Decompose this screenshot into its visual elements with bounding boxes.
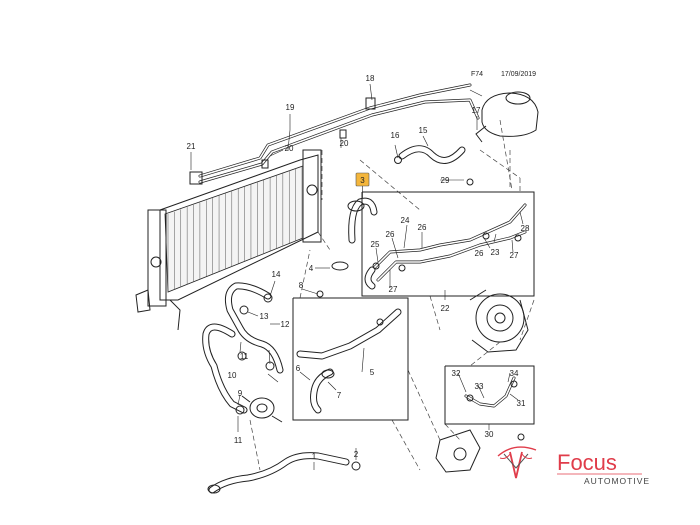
callout-28: 28 <box>521 224 530 233</box>
callout-5: 5 <box>370 368 375 377</box>
callout-26c: 26 <box>475 249 484 258</box>
bypass-pipe-30 <box>464 376 516 408</box>
callout-27a: 27 <box>389 285 398 294</box>
callout-6: 6 <box>296 364 301 373</box>
callout-25: 25 <box>371 240 380 249</box>
hose-assembly-5 <box>296 308 402 414</box>
callout-22: 22 <box>441 304 450 313</box>
callout-12: 12 <box>281 320 290 329</box>
callout-23: 23 <box>491 248 500 257</box>
clamp-4 <box>331 261 349 271</box>
callout-26a: 26 <box>386 230 395 239</box>
lower-hose-12 <box>225 282 284 374</box>
callout-34: 34 <box>510 369 519 378</box>
upper-coolant-pipe <box>189 83 480 185</box>
callout-2: 2 <box>354 450 359 459</box>
radiator <box>135 149 322 331</box>
heater-pipe-assembly <box>364 203 527 290</box>
callout-9: 9 <box>238 389 243 398</box>
callout-leaders <box>190 83 524 470</box>
group-box-5 <box>292 297 409 421</box>
hose-clamps <box>235 156 525 471</box>
callout-13: 13 <box>260 312 269 321</box>
group-box-22 <box>361 191 535 297</box>
callout-30: 30 <box>485 430 494 439</box>
callout-21: 21 <box>187 142 196 151</box>
focus-automotive-watermark: Focus AUTOMOTIVE <box>497 446 650 486</box>
callout-15: 15 <box>419 126 428 135</box>
thermostat-housing <box>435 429 481 473</box>
callout-24: 24 <box>401 216 410 225</box>
page-code: F74 <box>471 71 483 78</box>
callout-31: 31 <box>517 399 526 408</box>
auxiliary-water-pump <box>241 395 283 423</box>
diagram-date: 17/09/2019 <box>501 71 536 78</box>
callout-7: 7 <box>337 391 342 400</box>
callout-26b: 26 <box>418 223 427 232</box>
callout-14: 14 <box>272 270 281 279</box>
callout-4: 4 <box>309 264 314 273</box>
callout-3-highlighted: 3 <box>360 176 365 185</box>
callout-17: 17 <box>472 106 481 115</box>
callout-27b: 27 <box>510 251 519 260</box>
callout-19: 19 <box>286 103 295 112</box>
car-swoosh-logo-icon <box>497 446 537 479</box>
group-box-30 <box>444 365 535 425</box>
expansion-tank <box>475 91 539 143</box>
callout-16: 16 <box>391 131 400 140</box>
callout-18: 18 <box>366 74 375 83</box>
callout-20a: 20 <box>285 144 294 153</box>
upper-radiator-hose <box>347 197 378 244</box>
callout-10: 10 <box>228 371 237 380</box>
hose-10 <box>202 323 248 414</box>
watermark-brand: Focus <box>557 450 617 475</box>
callout-32: 32 <box>452 369 461 378</box>
watermark-subtitle: AUTOMOTIVE <box>584 476 650 486</box>
callout-11a: 11 <box>240 352 249 361</box>
assembly-guide-lines <box>249 119 535 471</box>
callout-33: 33 <box>475 382 484 391</box>
callout-8: 8 <box>299 281 304 290</box>
callout-29: 29 <box>441 176 450 185</box>
callout-11b: 11 <box>234 436 243 445</box>
callout-20b: 20 <box>340 139 349 148</box>
lower-radiator-hose-1 <box>207 452 350 494</box>
callout-1: 1 <box>312 452 317 461</box>
